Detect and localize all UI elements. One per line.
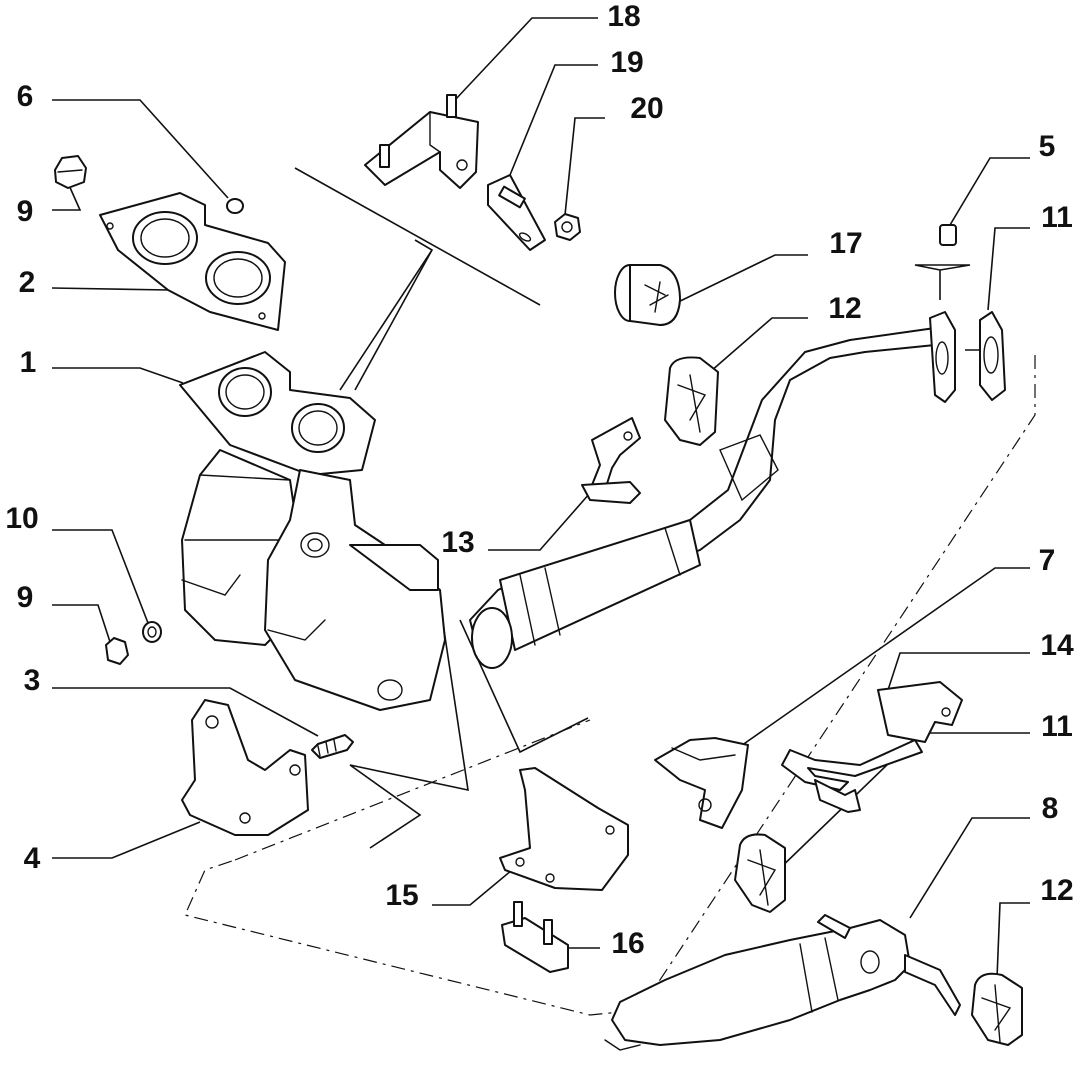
part-18-bracket xyxy=(364,94,479,189)
callout-9-upper: 9 xyxy=(17,195,34,228)
callout-12-lower: 12 xyxy=(1040,874,1073,907)
callout-2: 2 xyxy=(19,266,36,299)
callout-7: 7 xyxy=(1039,544,1056,577)
part-15-bracket xyxy=(499,767,629,891)
part-12-rubber-hanger-lower xyxy=(971,972,1023,1046)
intermediate-pipe xyxy=(469,311,956,669)
callout-5: 5 xyxy=(1039,130,1056,163)
callout-10: 10 xyxy=(5,502,38,535)
part-8-catalytic-converter xyxy=(604,914,961,1051)
callout-11-upper: 11 xyxy=(1041,201,1073,234)
leader-lines xyxy=(51,17,1030,979)
callout-3: 3 xyxy=(24,664,41,697)
part-2-gasket xyxy=(99,192,286,331)
callout-1: 1 xyxy=(20,346,37,379)
callout-19: 19 xyxy=(610,46,643,79)
part-4-bracket xyxy=(181,699,309,836)
callout-6: 6 xyxy=(17,80,34,113)
part-12-rubber-hanger-upper xyxy=(664,356,719,446)
callout-9-lower: 9 xyxy=(17,581,34,614)
part-10-ring xyxy=(142,621,162,643)
callout-16: 16 xyxy=(611,927,644,960)
callout-15: 15 xyxy=(385,879,418,912)
callout-18: 18 xyxy=(607,0,640,33)
callout-4: 4 xyxy=(24,842,41,875)
assembly-boundary-line xyxy=(184,355,1036,1016)
part-5-nut xyxy=(939,224,957,246)
part-16-stud-block xyxy=(501,901,569,973)
part-11-gasket-upper xyxy=(979,311,1006,401)
part-9-nut-upper xyxy=(54,155,87,189)
assembly-boundary-line-lower xyxy=(234,719,591,861)
part-6-ring xyxy=(226,198,244,214)
callout-14: 14 xyxy=(1040,629,1074,662)
part-1-manifold-catalyst xyxy=(179,351,446,711)
part-19-bolt-plate xyxy=(487,174,546,251)
part-13-bracket-clip xyxy=(581,417,641,504)
callout-labels: 18 19 20 6 9 2 1 5 11 17 12 13 10 9 7 14… xyxy=(5,0,1074,960)
callout-12-upper: 12 xyxy=(828,292,861,325)
part-20-nut xyxy=(554,213,581,241)
part-7-bracket xyxy=(654,737,749,829)
callout-11-lower: 11 xyxy=(1041,710,1073,743)
part-14-hanger xyxy=(781,681,963,813)
part-11-rubber-hanger-lower xyxy=(734,833,786,913)
callout-17: 17 xyxy=(829,227,862,260)
part-17-rubber-mount xyxy=(614,264,681,326)
callout-8: 8 xyxy=(1042,792,1059,825)
part-3-bolt xyxy=(311,734,354,759)
callout-13: 13 xyxy=(441,526,474,559)
callout-20: 20 xyxy=(630,92,663,125)
part-9-nut-lower xyxy=(105,637,129,665)
